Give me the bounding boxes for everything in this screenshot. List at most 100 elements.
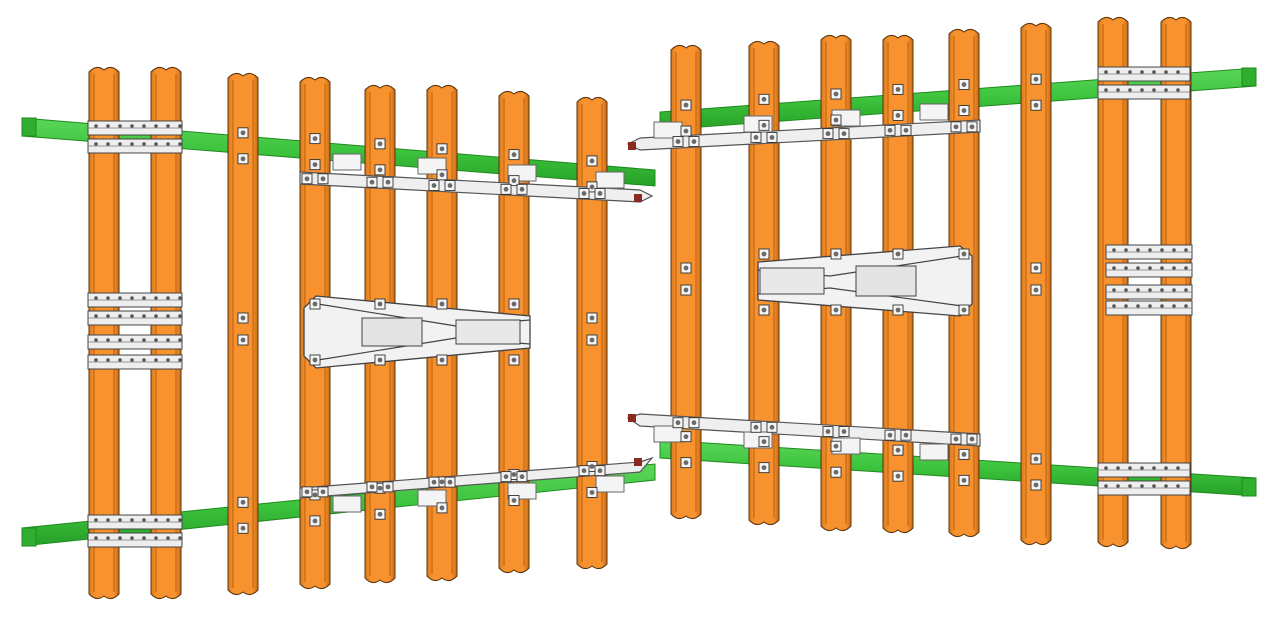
bolt-icon xyxy=(1164,466,1168,470)
bolt-icon xyxy=(106,124,110,128)
right-frog-block xyxy=(855,265,917,297)
fastener-icon xyxy=(758,119,770,131)
right-bottom-rail-end xyxy=(1241,477,1257,497)
bolt-icon xyxy=(833,307,839,313)
bolt-icon xyxy=(431,183,437,188)
fastener-icon xyxy=(958,474,970,486)
fastener-icon xyxy=(1030,284,1042,296)
bolt-icon xyxy=(304,489,310,495)
fastener-icon xyxy=(516,183,528,195)
bolt-icon xyxy=(312,136,318,142)
bolt-icon xyxy=(1128,88,1132,92)
fastener-icon xyxy=(578,188,590,199)
sleeper xyxy=(1160,16,1192,550)
bolt-icon xyxy=(1152,88,1156,92)
bolt-icon xyxy=(1140,484,1144,488)
fastener-icon xyxy=(758,436,770,448)
bolt-icon xyxy=(1148,266,1152,270)
bolt-icon xyxy=(439,505,445,511)
fastener-icon xyxy=(830,304,842,316)
sleeper-body xyxy=(1020,22,1052,546)
joint-plate-icon xyxy=(1097,84,1191,100)
joint-plate xyxy=(595,475,625,493)
fastener-icon xyxy=(680,99,692,111)
fastener-icon xyxy=(822,128,834,140)
fastener-icon xyxy=(892,248,904,260)
fastener-icon xyxy=(672,136,684,148)
fastener-icon xyxy=(237,496,249,508)
bolt-icon xyxy=(841,131,847,137)
bolt-icon xyxy=(1136,248,1140,252)
bolt-icon xyxy=(895,447,901,453)
bolt-icon xyxy=(312,162,318,168)
fastener-icon xyxy=(758,462,770,474)
bolt-icon xyxy=(377,357,383,363)
bolt-icon xyxy=(1033,265,1039,271)
bolt-icon xyxy=(166,124,170,128)
fastener-icon xyxy=(950,121,962,133)
bolt-icon xyxy=(953,124,959,130)
bolt-icon xyxy=(969,124,975,130)
fasteners xyxy=(87,66,1193,548)
fastener-icon xyxy=(766,131,778,143)
fastener-icon xyxy=(444,180,456,191)
bolt-icon xyxy=(94,296,98,300)
bolt-icon xyxy=(1104,88,1108,92)
bolt-icon xyxy=(769,424,775,430)
fastener-icon xyxy=(586,312,598,324)
bolt-icon xyxy=(447,183,453,188)
joint-plate xyxy=(919,103,949,121)
bolt-icon xyxy=(166,358,170,362)
bolt-icon xyxy=(1176,466,1180,470)
fastener-icon xyxy=(1030,73,1042,85)
bolt-icon xyxy=(142,338,146,342)
fastener-icon xyxy=(436,143,448,155)
bolt-icon xyxy=(833,251,839,257)
bolt-icon xyxy=(961,477,967,483)
bolt-icon xyxy=(154,296,158,300)
bolt-icon xyxy=(1152,70,1156,74)
bolt-icon xyxy=(106,314,110,318)
fastener-icon xyxy=(884,429,896,441)
bolt-icon xyxy=(154,142,158,146)
fastener-icon xyxy=(688,417,700,429)
fastener-icon xyxy=(830,248,842,260)
joint-plate-icon xyxy=(87,334,183,350)
bolt-icon xyxy=(1116,484,1120,488)
joint-plate-icon xyxy=(87,514,183,530)
bolt-icon xyxy=(106,142,110,146)
bolt-icon xyxy=(439,479,445,485)
bolt-icon xyxy=(1184,266,1188,270)
joint-plate xyxy=(332,153,362,171)
fastener-icon xyxy=(750,131,762,143)
fastener-icon xyxy=(750,421,762,433)
fastener-icon xyxy=(374,138,386,150)
bolt-icon xyxy=(1124,266,1128,270)
bolt-icon xyxy=(503,186,509,192)
bolt-icon xyxy=(142,518,146,522)
bolt-icon xyxy=(769,135,775,140)
sleeper-body xyxy=(1160,16,1192,550)
fastener-icon xyxy=(830,88,842,100)
bolt-icon xyxy=(1176,88,1180,92)
fastener-icon xyxy=(516,471,528,483)
fastener-icon xyxy=(586,487,598,498)
bolt-icon xyxy=(761,439,767,445)
bolt-icon xyxy=(1033,482,1039,488)
bolt-icon xyxy=(142,358,146,362)
bolt-icon xyxy=(761,465,767,471)
bolt-icon xyxy=(519,474,525,480)
fastener-icon xyxy=(237,334,249,346)
bolt-icon xyxy=(312,301,318,307)
bolt-icon xyxy=(511,498,517,503)
bolt-icon xyxy=(589,337,595,343)
bolt-icon xyxy=(154,314,158,318)
bolt-icon xyxy=(683,128,689,134)
joint-plate xyxy=(417,489,447,507)
fastener-icon xyxy=(892,470,904,482)
fastener-icon xyxy=(1030,479,1042,491)
bolt-icon xyxy=(94,314,98,318)
bolt-icon xyxy=(961,451,967,457)
joint-plate-icon xyxy=(1097,66,1191,82)
